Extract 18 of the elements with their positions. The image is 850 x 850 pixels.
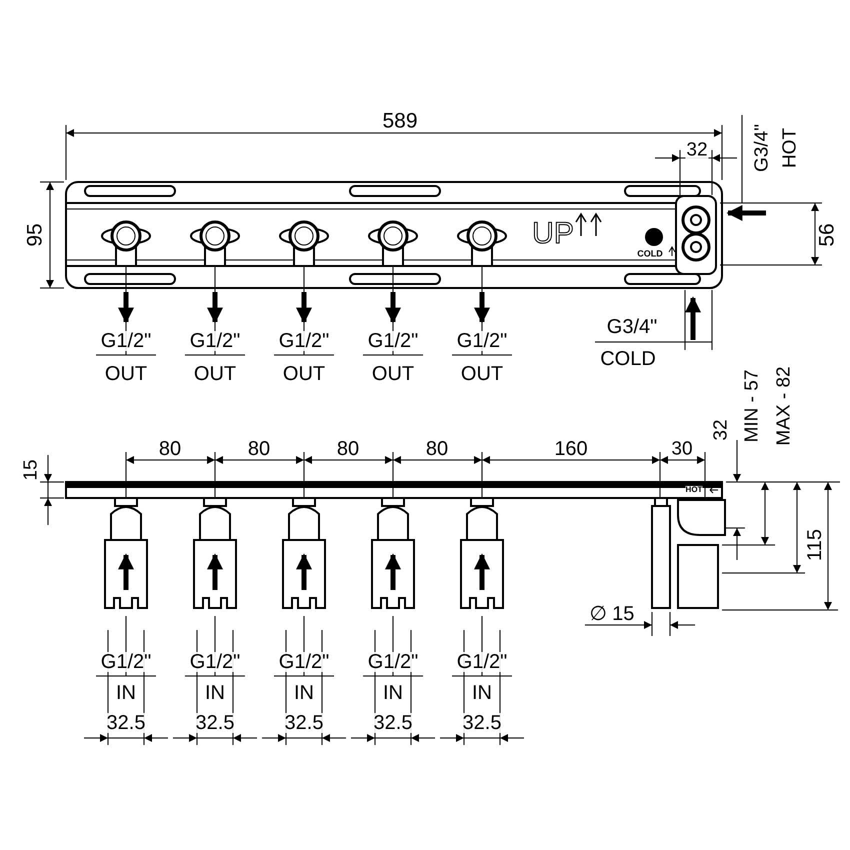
- thread-label: G1/2": [456, 331, 508, 351]
- dimension-label: 32: [685, 140, 709, 160]
- dimension-label: 32.5: [284, 713, 324, 733]
- dimension-label: 32.5: [372, 713, 414, 733]
- port-label: COLD: [637, 250, 663, 258]
- dimension-label: 32.5: [106, 713, 146, 733]
- thread-label: G1/2": [278, 331, 330, 351]
- thread-label: G1/2": [100, 331, 152, 351]
- thread-label: G1/2": [188, 652, 242, 672]
- port-label: HOT: [686, 486, 702, 494]
- thread-label: G1/2": [366, 331, 420, 351]
- thread-label: G1/2": [278, 652, 330, 672]
- dimension-label: 32.5: [194, 713, 236, 733]
- thread-label: G1/2": [366, 652, 420, 672]
- thread-label: G1/2": [456, 652, 508, 672]
- dimension-label: 32.5: [462, 713, 502, 733]
- thread-label: G1/2": [100, 652, 152, 672]
- thread-label: G1/2": [188, 331, 242, 351]
